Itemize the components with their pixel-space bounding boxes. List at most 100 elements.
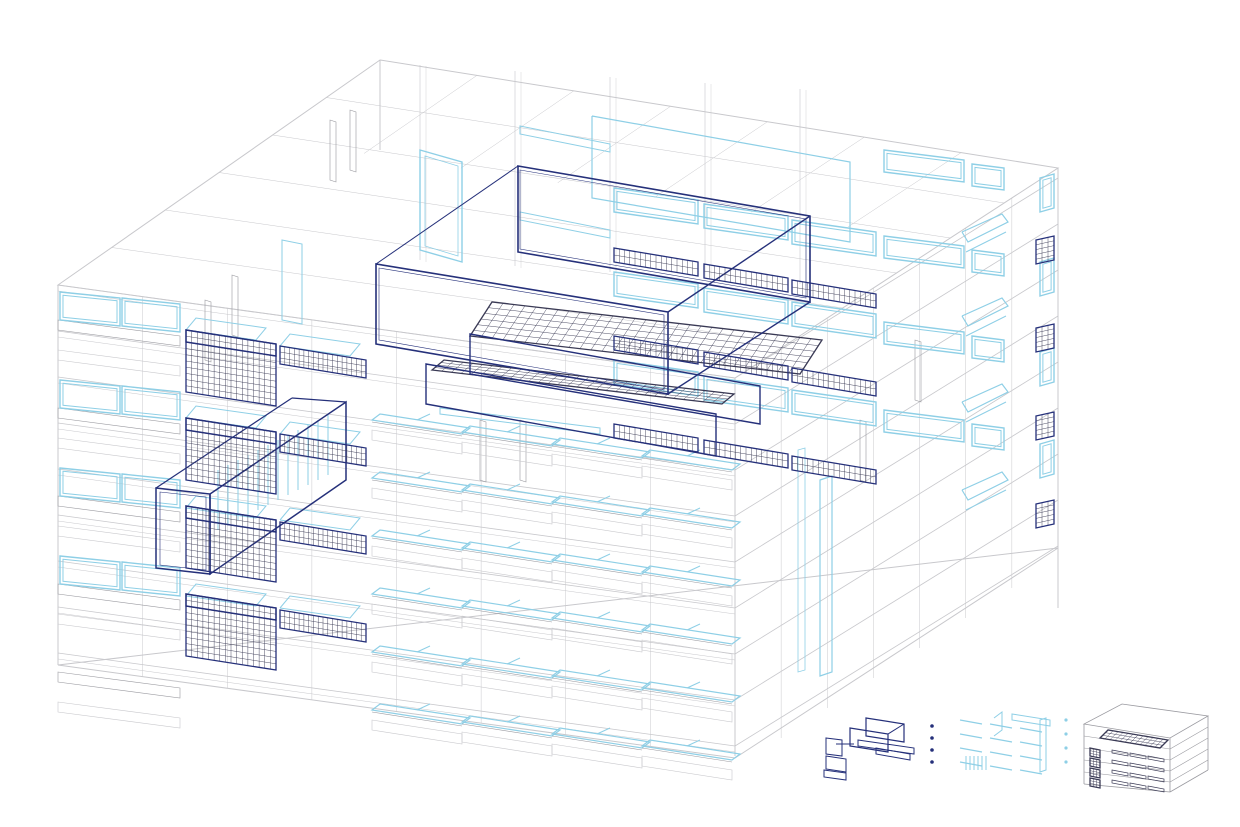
left-window — [121, 561, 181, 597]
rear-screen-strips — [613, 235, 1055, 529]
mesh-grid-layer — [430, 301, 824, 405]
side-window — [1039, 257, 1055, 297]
thumb-mesh — [1098, 729, 1170, 749]
left-window — [59, 379, 121, 415]
side-screen — [1035, 499, 1055, 529]
left-window — [121, 473, 181, 509]
thumb-panel — [1089, 777, 1101, 789]
balcony-tray — [370, 471, 472, 513]
rear-window — [703, 203, 789, 241]
left-window — [59, 291, 121, 327]
side-window — [1039, 173, 1055, 213]
left-facade-windows — [59, 291, 181, 597]
right-window — [883, 409, 965, 443]
balcony-tray — [550, 727, 652, 769]
balcony-tray — [550, 669, 652, 711]
left-screen-panels — [185, 329, 367, 671]
rear-window — [613, 359, 699, 397]
screen-strip — [613, 247, 699, 277]
side-screen — [1035, 323, 1055, 353]
side-screen — [1035, 235, 1055, 265]
right-window — [971, 335, 1005, 363]
screen-strip — [613, 423, 699, 453]
left-window — [121, 297, 181, 333]
thumb-light-parts — [959, 711, 1068, 775]
balcony-tray — [460, 715, 562, 757]
rear-window — [703, 287, 789, 325]
balcony-tray — [640, 449, 742, 491]
thumb-dot — [1064, 732, 1068, 736]
stair-core — [155, 397, 347, 576]
right-window — [971, 249, 1005, 277]
balcony-tray — [460, 599, 562, 641]
corner-fins — [961, 213, 1009, 511]
screen-strip — [613, 335, 699, 365]
screen-strip — [279, 345, 367, 379]
thumb-dot — [930, 736, 934, 740]
balcony-tray — [640, 507, 742, 549]
thumb-panel — [1089, 747, 1101, 759]
screen-strip — [279, 521, 367, 555]
left-window — [59, 467, 121, 503]
screen-strip — [703, 263, 789, 293]
rear-window — [613, 271, 699, 309]
balcony-tray — [550, 553, 652, 595]
courtyard-frames — [281, 115, 851, 677]
thumb-dot — [930, 724, 934, 728]
left-window — [59, 555, 121, 591]
balcony-tray — [550, 437, 652, 479]
light-blue-elements-layer — [59, 115, 1055, 781]
thumb-dot — [1064, 760, 1068, 764]
roof-mesh-grid — [468, 301, 824, 375]
rear-window — [791, 389, 877, 427]
left-window — [121, 385, 181, 421]
side-window — [1039, 439, 1055, 479]
staircase-slats — [185, 317, 361, 619]
balcony-tray — [370, 413, 472, 455]
screen-strip — [703, 351, 789, 381]
thumb-dot — [1064, 746, 1068, 750]
thumb-assembly — [1082, 703, 1210, 793]
rear-window — [791, 301, 877, 339]
balcony-tray — [460, 425, 562, 467]
lower-mesh-grid — [430, 359, 736, 405]
floor-lines — [57, 75, 1059, 753]
side-window — [1039, 347, 1055, 387]
dark-blue-elements-layer — [155, 165, 1055, 671]
legend-thumbnails — [823, 703, 1210, 793]
balcony-tray — [640, 739, 742, 781]
right-window — [971, 423, 1005, 451]
thumb-dark-parts — [823, 717, 934, 781]
balcony-tray — [370, 703, 472, 745]
rear-window — [791, 219, 877, 257]
balcony-tray — [640, 623, 742, 665]
side-screen — [1035, 411, 1055, 441]
balcony-tray — [550, 611, 652, 653]
balcony-tray — [460, 483, 562, 525]
screen-strip — [791, 279, 877, 309]
right-window — [971, 163, 1005, 191]
screen-strip — [279, 609, 367, 643]
rear-frames — [204, 65, 922, 483]
thumb-panel — [1089, 757, 1101, 769]
screen-panel — [185, 505, 277, 583]
balcony-tray — [460, 657, 562, 699]
screen-strip — [279, 433, 367, 467]
thumb-dot — [930, 760, 934, 764]
screen-strip — [703, 439, 789, 469]
front-balcony-trays — [370, 413, 742, 781]
thumb-dot — [930, 748, 934, 752]
screen-strip — [791, 455, 877, 485]
right-window — [883, 149, 965, 183]
balcony-tray — [550, 495, 652, 537]
right-window — [883, 321, 965, 355]
right-window — [883, 235, 965, 269]
balcony-tray — [370, 587, 472, 629]
thumb-dot — [1064, 718, 1068, 722]
balcony-tray — [370, 529, 472, 571]
right-facade-windows — [883, 149, 1055, 479]
screen-strip — [791, 367, 877, 397]
thumb-panel — [1089, 767, 1101, 779]
